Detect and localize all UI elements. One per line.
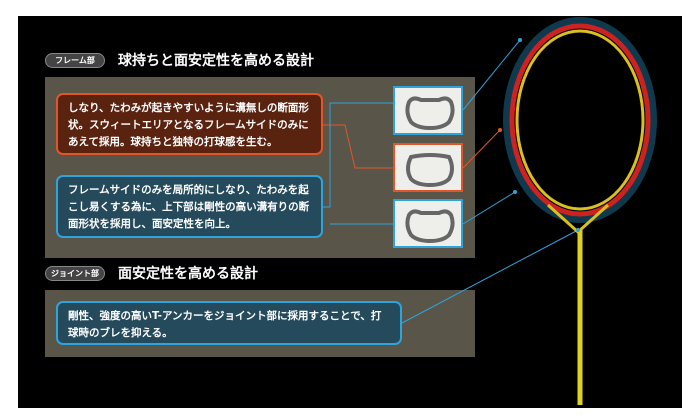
- grooved-cross-section-icon: [405, 209, 455, 243]
- frame-orange-description: しなり、たわみが起きやすいように溝無しの断面形状。スウィートエリアとなるフレーム…: [56, 93, 323, 155]
- frame-section-title: 球持ちと面安定性を高める設計: [118, 53, 314, 69]
- frame-blue-description: フレームサイドのみを局所的にしなり、たわみを起こし易くする為に、上下部は剛性の高…: [56, 175, 323, 238]
- joint-section-tag: ジョイント部: [45, 266, 105, 281]
- frame-section-tag: フレーム部: [45, 53, 105, 68]
- grooved-cross-section-top: [393, 86, 463, 135]
- grooveless-cross-section-icon: [406, 153, 454, 187]
- joint-text: 剛性、強度の高いT-アンカーをジョイント部に採用することで、打球時のブレを抑える…: [68, 310, 382, 339]
- blue-connector: [323, 102, 393, 225]
- orange-connector: [323, 124, 393, 169]
- grooved-cross-section-icon: [405, 96, 455, 130]
- pointer-lines: [401, 39, 579, 324]
- orange-text: しなり、たわみが起きやすいように溝無しの断面形状。スウィートエリアとなるフレーム…: [68, 102, 309, 148]
- joint-section-title: 面安定性を高める設計: [118, 266, 258, 282]
- grooved-cross-section-bottom: [393, 199, 463, 248]
- orange-pointer-line: [462, 129, 501, 169]
- racket-frame: [509, 23, 651, 217]
- grooveless-cross-section: [393, 143, 463, 192]
- blue-text: フレームサイドのみを局所的にしなり、たわみを起こし易くする為に、上下部は剛性の高…: [68, 184, 310, 230]
- joint-blue-description: 剛性、強度の高いT-アンカーをジョイント部に採用することで、打球時のブレを抑える…: [56, 301, 402, 345]
